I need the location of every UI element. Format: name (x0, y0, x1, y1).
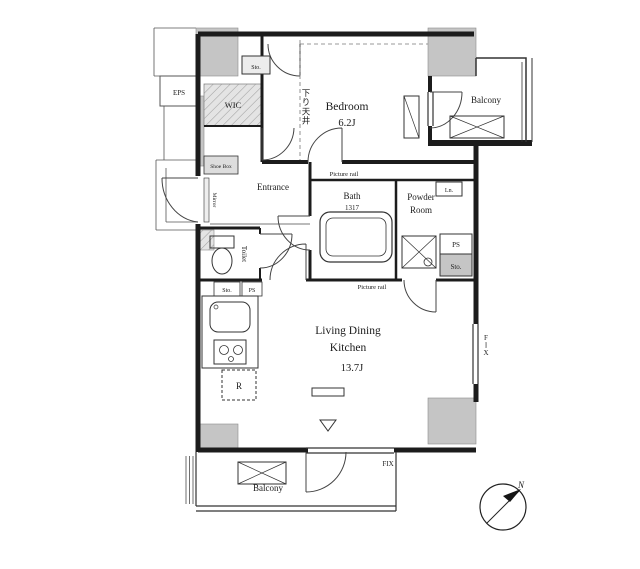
balcony-bottom-label: Balcony (253, 483, 283, 493)
ldk-size: 13.7J (341, 363, 363, 374)
balcony-top-structure (449, 57, 533, 142)
north-arrow (503, 489, 521, 502)
powder-room-label-1: Powder (407, 192, 435, 202)
hall-ldk-door (269, 243, 307, 281)
refrigerator-box (221, 369, 257, 401)
refrigerator-label: R (236, 381, 242, 391)
ac-unit (403, 95, 420, 139)
sto-right-box (439, 253, 473, 277)
bath-size: 1317 (345, 204, 360, 212)
bath-label: Bath (344, 191, 361, 201)
picture-rail-top-label: Picture rail (330, 171, 359, 178)
storage-door (267, 43, 301, 77)
bathtub (319, 211, 393, 263)
shoe-box-label: Shoe Box (210, 164, 232, 170)
ldk-label-2: Kitchen (330, 342, 367, 354)
inner-walls (198, 34, 476, 282)
bedroom-size: 6.2J (338, 118, 355, 129)
powder-room-label-2: Room (410, 205, 432, 215)
linen-label: Ln. (445, 188, 454, 194)
balcony-top-door (429, 91, 463, 129)
bedroom-label: Bedroom (326, 101, 369, 113)
window-fix-right (472, 324, 479, 384)
closet-door (261, 127, 295, 161)
balcony-top-unit-box (449, 115, 505, 139)
sto-top-label: Sto. (251, 65, 261, 71)
kitchen-sink (209, 301, 251, 333)
labels: Sto. EPS WIC Bedroom 6.2J Balcony 下り天井 P… (173, 65, 525, 493)
sto-top-box (241, 55, 271, 75)
toilet-fixture (209, 235, 235, 275)
picture-rail-bottom-label: Picture rail (358, 284, 387, 291)
balcony-bottom-door (305, 451, 347, 493)
linen-box (435, 181, 463, 197)
compass (479, 483, 527, 531)
ceiling-note: 下り天井 (302, 89, 311, 127)
balcony-top-label: Balcony (471, 95, 501, 105)
sto-mid-label: Sto. (222, 288, 232, 294)
toilet-door (259, 233, 293, 269)
bedroom-door (307, 127, 343, 163)
balcony-bottom-structure (185, 452, 397, 512)
wic-label: WIC (225, 100, 242, 110)
dropped-ceiling-line (299, 40, 428, 160)
north-label: N (517, 480, 525, 490)
outer-walls (195, 31, 532, 453)
ps-right-label: PS (452, 241, 460, 249)
triangle-marker (319, 419, 337, 432)
bath-door (277, 215, 311, 251)
entrance-door (161, 177, 199, 223)
window-bedroom-balcony (427, 92, 434, 126)
door-swings (161, 43, 463, 493)
powder-door (403, 279, 437, 313)
toilet-label: Toilet (240, 246, 248, 262)
washing-machine-pan (401, 235, 437, 269)
column-bottom-right (427, 397, 477, 445)
balcony-bottom-unit-box (237, 461, 287, 485)
mirror-strip (203, 177, 210, 223)
fixtures (201, 95, 437, 432)
fix-bottom-label: FIX (382, 460, 393, 468)
ldk-counter (311, 387, 345, 397)
ps-mid-label: PS (249, 288, 256, 294)
kitchen-counter (201, 295, 259, 369)
entrance-label: Entrance (257, 182, 289, 192)
stove (213, 339, 247, 365)
common-area-outline (153, 27, 199, 231)
sto-right-label: Sto. (450, 263, 461, 271)
shoe-box (203, 155, 239, 175)
wic-area (203, 83, 263, 127)
window-fix-bottom (306, 447, 394, 454)
mirror-label: Mirror (211, 193, 217, 208)
windows (306, 92, 479, 454)
eps-label: EPS (173, 89, 185, 97)
ldk-label-1: Living Dining (315, 325, 381, 337)
column-bottom-left (197, 423, 239, 451)
